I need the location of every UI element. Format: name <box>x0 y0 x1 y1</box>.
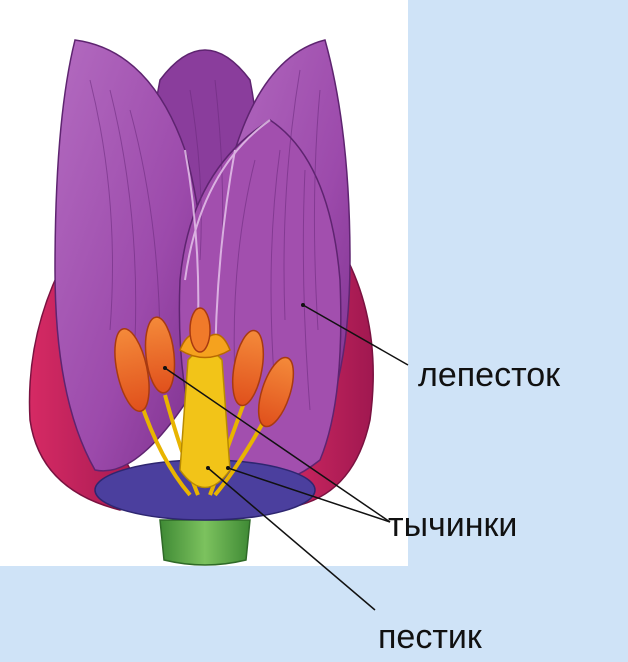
label-stamens: тычинки <box>388 505 517 545</box>
stem <box>160 520 250 565</box>
label-petal: лепесток <box>418 355 560 395</box>
label-pistil: пестик <box>378 617 482 657</box>
pistil <box>180 350 230 488</box>
